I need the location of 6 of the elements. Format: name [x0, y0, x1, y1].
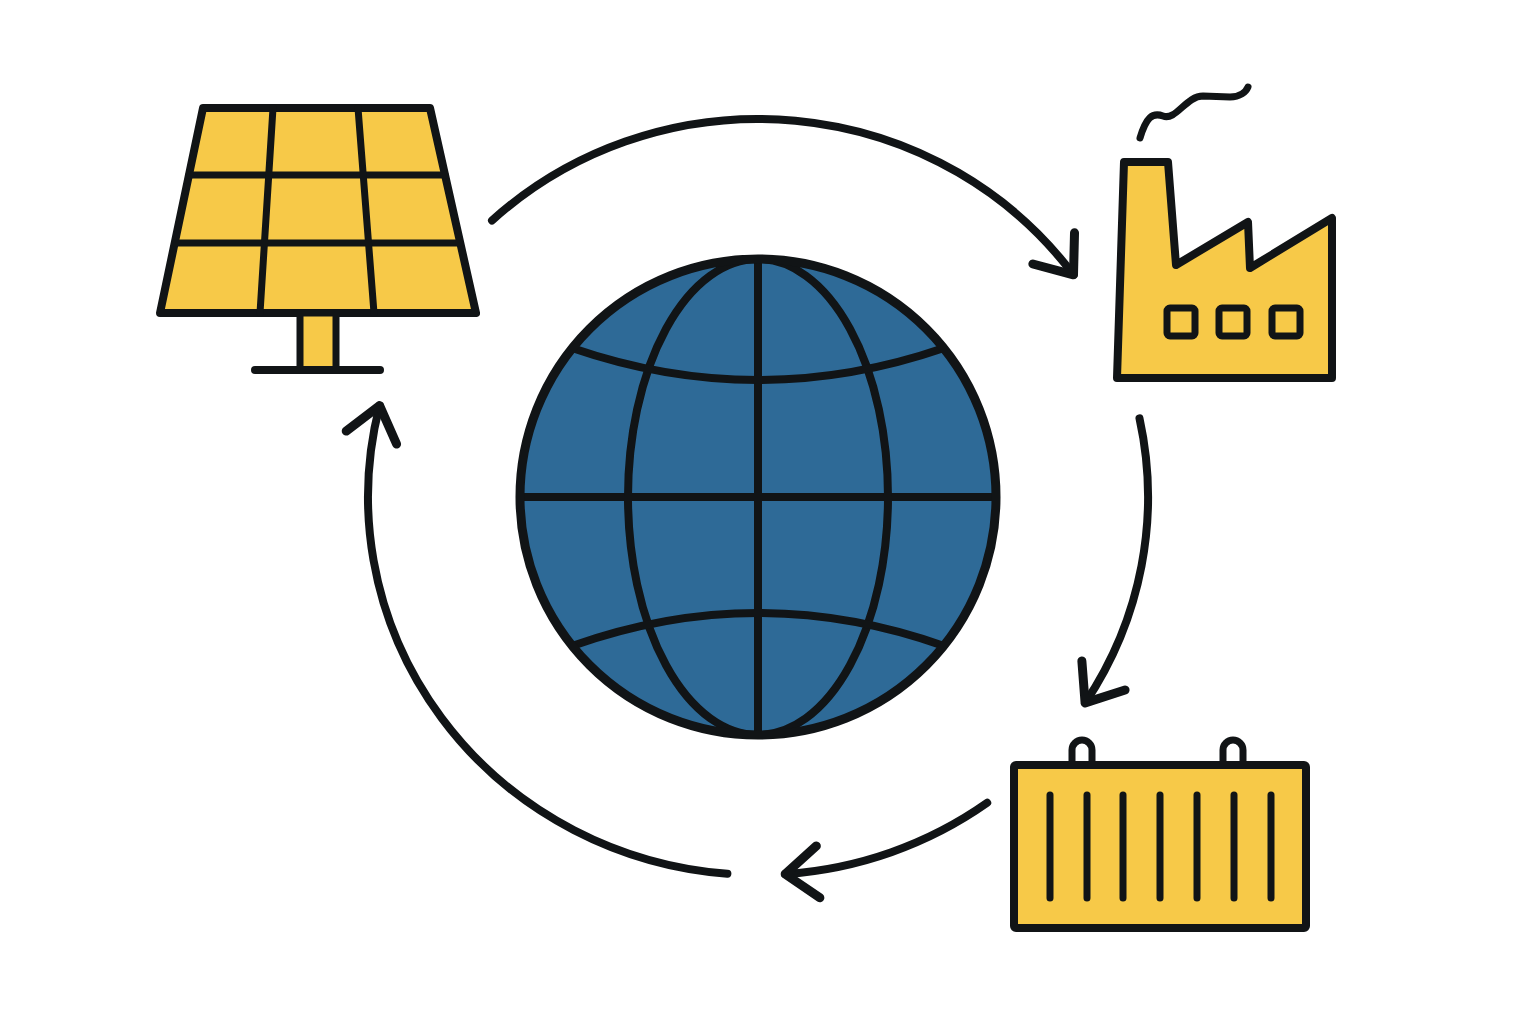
globe-icon [514, 254, 1002, 742]
curved-arrow [780, 798, 992, 901]
curved-arrow [343, 401, 732, 878]
curved-arrow [1075, 414, 1152, 708]
shipping-container-icon [1008, 734, 1312, 934]
curved-arrow [488, 115, 1078, 280]
